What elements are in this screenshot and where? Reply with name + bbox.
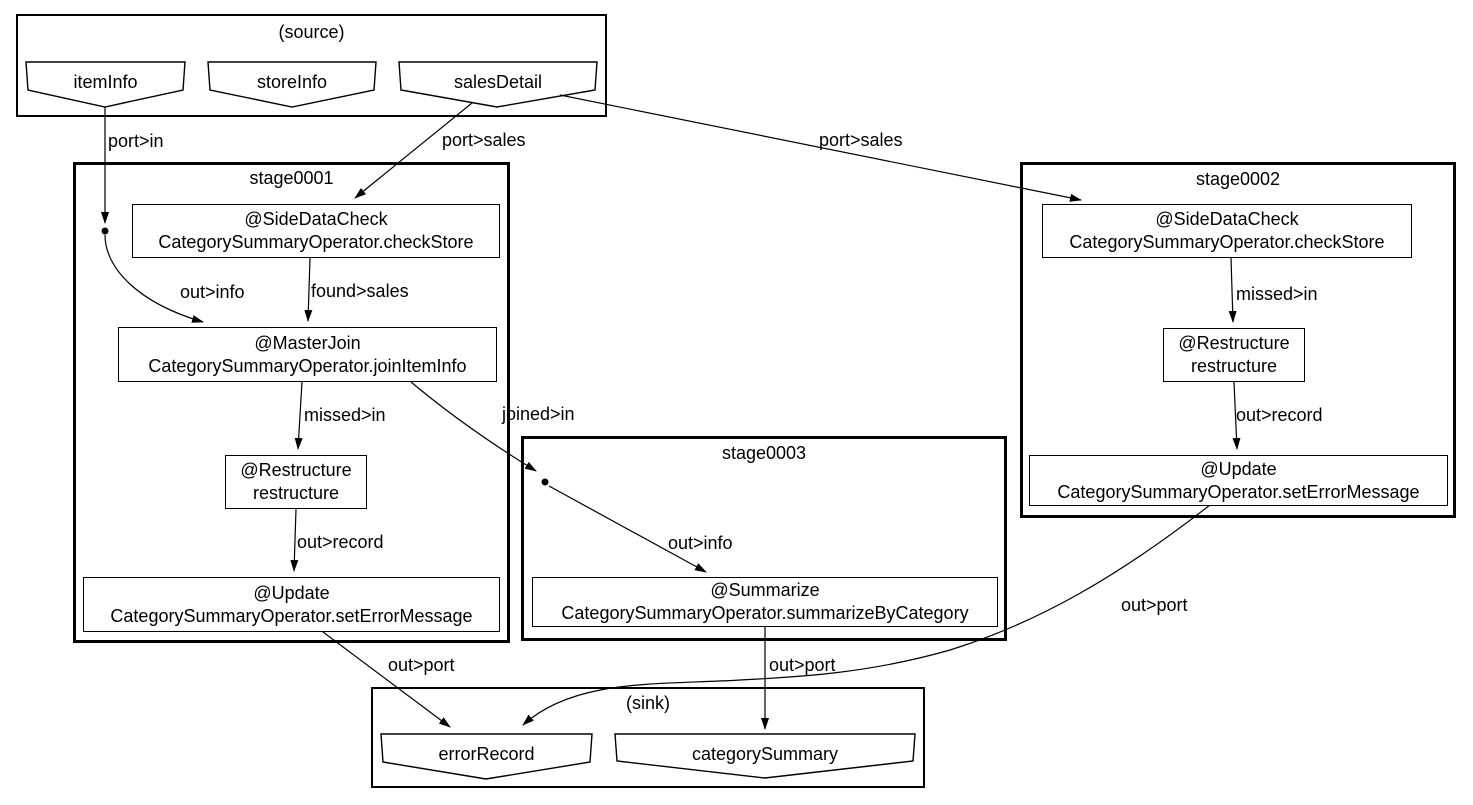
port-categorysummary-shape — [614, 733, 916, 779]
port-errorrecord-label: errorRecord — [438, 744, 535, 764]
edge-masterjoin-to-stage1-restructure — [294, 381, 303, 450]
cluster-stage0001-title: stage0001 — [249, 168, 334, 188]
edge-salesdetail-to-stage1-check — [354, 102, 473, 199]
node-label-line2: restructure — [252, 483, 340, 503]
edge-label-port-sales-1: port>sales — [442, 130, 526, 150]
cluster-stage0002-title: stage0002 — [1195, 169, 1281, 189]
edge-label-found-sales: found>sales — [311, 281, 409, 301]
port-storeinfo-shape — [207, 61, 377, 108]
node-label-line2: CategorySummaryOperator.setErrorMessage — [110, 605, 473, 626]
edge-label-out-record-1: out>record — [297, 532, 384, 552]
node-label-line2: CategorySummaryOperator.setErrorMessage — [1057, 481, 1420, 502]
port-salesdetail-label: salesDetail — [453, 72, 543, 92]
edge-label-out-info-1: out>info — [180, 282, 245, 302]
node-label-line1: @Restructure — [240, 460, 352, 480]
node-label-line1: @Update — [253, 582, 330, 603]
node-stage1-masterjoin: @MasterJoin CategorySummaryOperator.join… — [118, 327, 497, 382]
node-label-line1: @SideDataCheck — [1155, 209, 1299, 229]
port-storeinfo-label: storeInfo — [256, 72, 328, 92]
edge-stage1-check-to-masterjoin — [304, 257, 313, 322]
port-errorrecord-shape — [380, 733, 593, 780]
node-stage1-update: @Update CategorySummaryOperator.setError… — [83, 577, 500, 632]
junction-dot-stage1 — [101, 227, 109, 235]
edge-label-out-record-2: out>record — [1236, 405, 1323, 425]
cluster-sink-title: (sink) — [626, 693, 670, 713]
edge-junction1-to-masterjoin — [104, 234, 204, 323]
edge-stage2-check-to-stage2-restructure — [1228, 257, 1237, 323]
node-label-line1: @MasterJoin — [254, 332, 361, 353]
edge-stage1-restructure-to-stage1-update — [290, 508, 299, 572]
edge-junction2-to-summarize — [548, 485, 707, 573]
node-stage2-restructure: @Restructure restructure — [1163, 328, 1305, 382]
edge-stage1-update-to-errorrecord — [322, 631, 451, 728]
node-stage3-summarize: @Summarize CategorySummaryOperator.summa… — [532, 577, 998, 627]
cluster-stage0003-title: stage0003 — [721, 443, 807, 463]
node-label-line1: @Summarize — [710, 580, 820, 600]
edge-label-joined-in: joined>in — [502, 404, 575, 424]
edge-label-missed-in-2: missed>in — [1236, 284, 1318, 304]
cluster-stage0003 — [521, 436, 1007, 641]
edge-label-out-port-2: out>port — [769, 655, 836, 675]
junction-dot-stage3 — [541, 478, 549, 486]
cluster-stage0002 — [1020, 162, 1456, 518]
node-stage1-restructure: @Restructure restructure — [225, 455, 367, 509]
edge-stage2-restructure-to-stage2-update — [1232, 381, 1241, 450]
cluster-source-title: (source) — [278, 22, 345, 42]
cluster-source — [16, 14, 607, 117]
node-label-line1: @SideDataCheck — [244, 209, 388, 229]
port-iteminfo-shape — [25, 61, 186, 108]
edge-label-out-info-2: out>info — [668, 533, 733, 553]
node-stage2-update: @Update CategorySummaryOperator.setError… — [1029, 455, 1448, 506]
port-categorysummary-label: categorySummary — [691, 744, 839, 764]
edge-masterjoin-to-junction2 — [410, 381, 537, 472]
edge-label-missed-in-1: missed>in — [304, 405, 386, 425]
port-iteminfo-label: itemInfo — [73, 72, 138, 92]
node-label-line1: @Restructure — [1178, 333, 1290, 353]
cluster-stage0001 — [73, 162, 510, 643]
port-salesdetail-shape — [398, 61, 598, 108]
node-label-line2: CategorySummaryOperator.checkStore — [1069, 232, 1385, 252]
edge-stage2-update-to-errorrecord — [522, 504, 1211, 726]
cluster-sink — [371, 687, 925, 788]
node-label-line2: CategorySummaryOperator.checkStore — [158, 232, 474, 252]
edge-label-out-port-3: out>port — [1121, 595, 1188, 615]
node-label-line1: @Update — [1200, 458, 1277, 479]
edge-salesdetail-to-stage2-check — [559, 94, 1082, 202]
edge-label-out-port-1: out>port — [388, 655, 455, 675]
edge-label-port-sales-2: port>sales — [819, 130, 903, 150]
node-label-line2: CategorySummaryOperator.summarizeByCateg… — [561, 603, 969, 623]
edge-label-port-in: port>in — [108, 131, 164, 151]
node-stage1-sidedatacheck: @SideDataCheck CategorySummaryOperator.c… — [132, 204, 500, 258]
node-label-line2: restructure — [1190, 356, 1278, 376]
node-label-line2: CategorySummaryOperator.joinItemInfo — [148, 355, 467, 376]
node-stage2-sidedatacheck: @SideDataCheck CategorySummaryOperator.c… — [1042, 204, 1412, 258]
